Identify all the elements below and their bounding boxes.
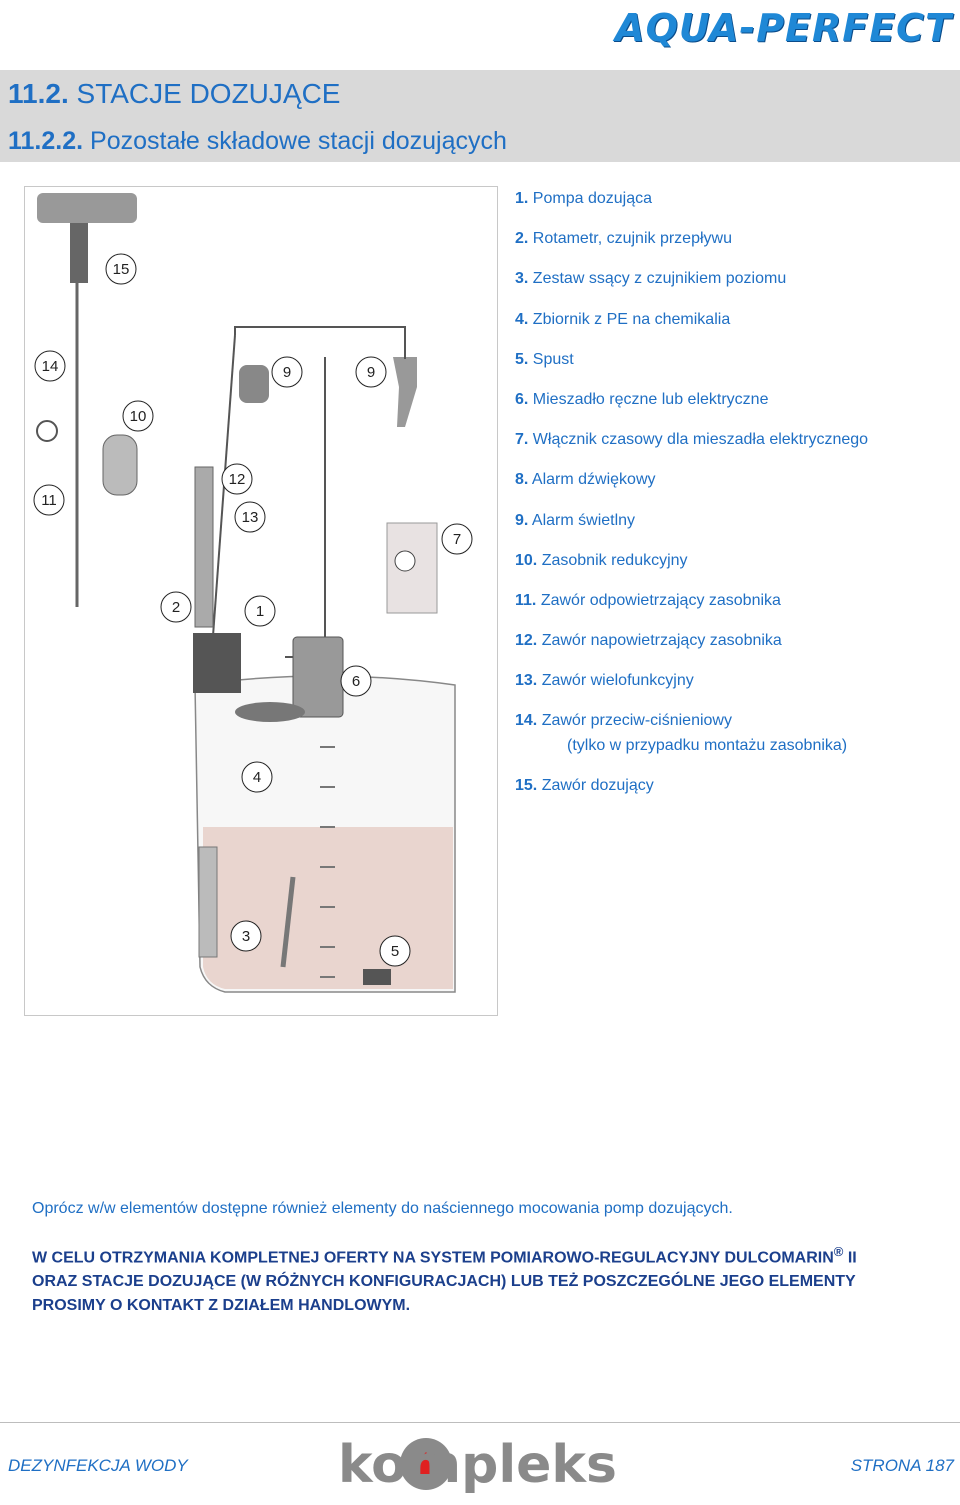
- legend-item: 11. Zawór odpowietrzający zasobnika: [515, 591, 781, 609]
- legend-item: 7. Włącznik czasowy dla mieszadła elektr…: [515, 431, 869, 449]
- dosing-station-diagram: 15 14 10 9 9 11 12 13 7 2 1 6 4 3 5: [24, 186, 498, 1016]
- callout-2: 2: [172, 599, 180, 616]
- legend-item: 15. Zawór dozujący: [515, 777, 654, 795]
- callout-11: 11: [41, 492, 57, 509]
- kompleks-logo: kompleks: [338, 1435, 617, 1495]
- kompleks-logo-text: kompleks: [338, 1435, 617, 1495]
- metering-pump: [193, 633, 241, 693]
- callout-10: 10: [130, 408, 147, 425]
- legend-item: 8. Alarm dźwiękowy: [515, 471, 656, 489]
- legend-item: 3. Zestaw ssący z czujnikiem poziomu: [515, 270, 787, 288]
- section-title: 11.2. STACJE DOZUJĄCE: [8, 78, 341, 109]
- legend-item: 12. Zawór napowietrzający zasobnika: [515, 632, 782, 650]
- footer-page-number: STRONA 187: [850, 1456, 954, 1475]
- aqua-perfect-logo: AQUA-PERFECT: [615, 6, 952, 50]
- accessories-note: Oprócz w/w elementów dostępne również el…: [32, 1200, 733, 1217]
- footer-divider: [0, 1422, 960, 1423]
- dosing-valve-body: [70, 223, 88, 283]
- callout-4: 4: [253, 769, 261, 786]
- house-icon: [418, 1452, 434, 1474]
- contact-notice: W CELU OTRZYMANIA KOMPLETNEJ OFERTY NA S…: [32, 1244, 857, 1315]
- legend-item: 2. Rotametr, czujnik przepływu: [515, 230, 732, 248]
- legend-item: 1. Pompa dozująca: [515, 190, 652, 207]
- legend-item: 4. Zbiornik z PE na chemikalia: [515, 310, 731, 328]
- tank-scale: [320, 746, 335, 978]
- timer-dial-icon: [394, 550, 416, 572]
- callout-6: 6: [352, 673, 360, 690]
- buffer-tank: [102, 434, 138, 496]
- legend-item: 13. Zawór wielofunkcyjny: [515, 672, 694, 690]
- pressure-gauge-icon: [36, 420, 58, 442]
- callout-12: 12: [229, 471, 246, 488]
- callout-14: 14: [42, 358, 59, 375]
- callout-15: 15: [113, 261, 130, 278]
- light-alarm-icon: [239, 365, 269, 403]
- mixer-motor: [292, 636, 344, 718]
- tank-lid: [235, 702, 305, 722]
- callout-13: 13: [242, 509, 259, 526]
- legend-item: 10. Zasobnik redukcyjny: [515, 551, 688, 569]
- legend-item: 9. Alarm świetlny: [515, 511, 636, 529]
- header-band: [0, 70, 960, 162]
- acoustic-alarm-icon: [393, 357, 417, 427]
- callout-9a: 9: [283, 364, 291, 381]
- footer-section-name: DEZYNFEKCJA WODY: [8, 1456, 188, 1475]
- callout-5: 5: [391, 943, 399, 960]
- callout-markers: 15 14 10 9 9 11 12 13 7 2 1 6 4 3 5: [33, 253, 473, 967]
- callout-9b: 9: [367, 364, 375, 381]
- diagram-drawing: 15 14 10 9 9 11 12 13 7 2 1 6 4 3 5: [33, 193, 473, 993]
- legend-item-note: (tylko w przypadku montażu zasobnika): [567, 737, 848, 755]
- subsection-title: 11.2.2. Pozostałe składowe stacji dozują…: [8, 127, 507, 155]
- legend-item: 5. Spust: [515, 350, 574, 368]
- dosing-valve-block: [37, 193, 137, 223]
- components-legend: 1. Pompa dozująca 2. Rotametr, czujnik p…: [515, 188, 955, 816]
- legend-item: 14. Zawór przeciw-ciśnieniowy(tylko w pr…: [515, 710, 955, 775]
- suction-lance: [198, 846, 218, 958]
- drain-valve: [363, 969, 391, 985]
- callout-7: 7: [453, 531, 461, 548]
- callout-3: 3: [242, 928, 250, 945]
- legend-item: 6. Mieszadło ręczne lub elektryczne: [515, 390, 769, 408]
- callout-1: 1: [256, 603, 264, 620]
- rotameter: [194, 466, 214, 628]
